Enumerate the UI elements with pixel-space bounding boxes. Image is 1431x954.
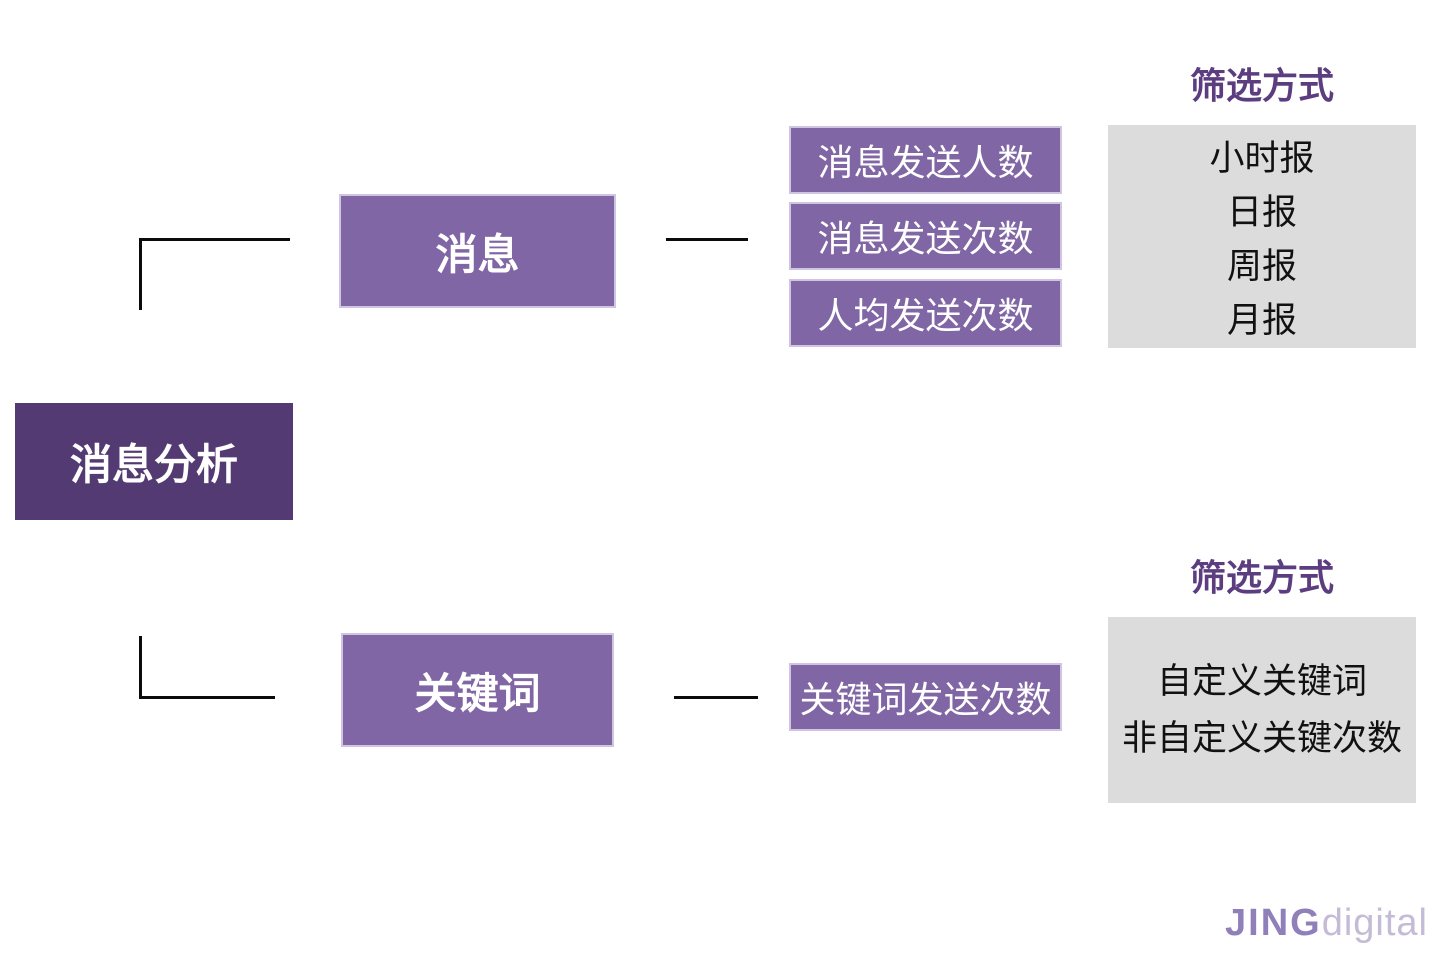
connector-root-to-message-horizontal bbox=[139, 238, 290, 241]
metric-node-message-send-count: 消息发送次数 bbox=[789, 202, 1062, 270]
connector-root-to-keyword-horizontal bbox=[139, 696, 275, 699]
filter-title-message: 筛选方式 bbox=[1189, 65, 1334, 106]
connector-message-to-metrics bbox=[666, 238, 748, 241]
filter-option-hourly: 小时报 bbox=[1209, 139, 1315, 179]
filter-option-non-custom-keyword: 非自定义关键次数 bbox=[1121, 719, 1402, 758]
filter-panel-message: 小时报 日报 周报 月报 bbox=[1108, 125, 1416, 348]
filter-option-custom-keyword: 自定义关键词 bbox=[1156, 662, 1367, 701]
filter-option-weekly: 周报 bbox=[1226, 246, 1297, 286]
filter-panel-keyword: 自定义关键词 非自定义关键次数 bbox=[1108, 617, 1416, 803]
connector-root-to-message-vertical bbox=[139, 238, 142, 310]
filter-title-keyword: 筛选方式 bbox=[1189, 557, 1334, 598]
branch-node-message: 消息 bbox=[339, 194, 616, 308]
filter-option-daily: 日报 bbox=[1226, 193, 1297, 233]
branch-node-keyword: 关键词 bbox=[341, 633, 614, 747]
filter-option-monthly: 月报 bbox=[1226, 300, 1297, 340]
logo-brand-text: JING bbox=[1225, 902, 1322, 944]
logo-suffix-text: digital bbox=[1321, 902, 1428, 944]
metric-node-keyword-send-count: 关键词发送次数 bbox=[789, 663, 1062, 731]
metric-node-message-senders: 消息发送人数 bbox=[789, 126, 1062, 194]
root-node-message-analysis: 消息分析 bbox=[15, 403, 293, 520]
connector-keyword-to-metric bbox=[674, 696, 758, 699]
metric-node-avg-send-count: 人均发送次数 bbox=[789, 279, 1062, 347]
connector-root-to-keyword-vertical bbox=[139, 636, 142, 699]
jingdigital-logo: JINGdigital bbox=[1225, 902, 1428, 945]
